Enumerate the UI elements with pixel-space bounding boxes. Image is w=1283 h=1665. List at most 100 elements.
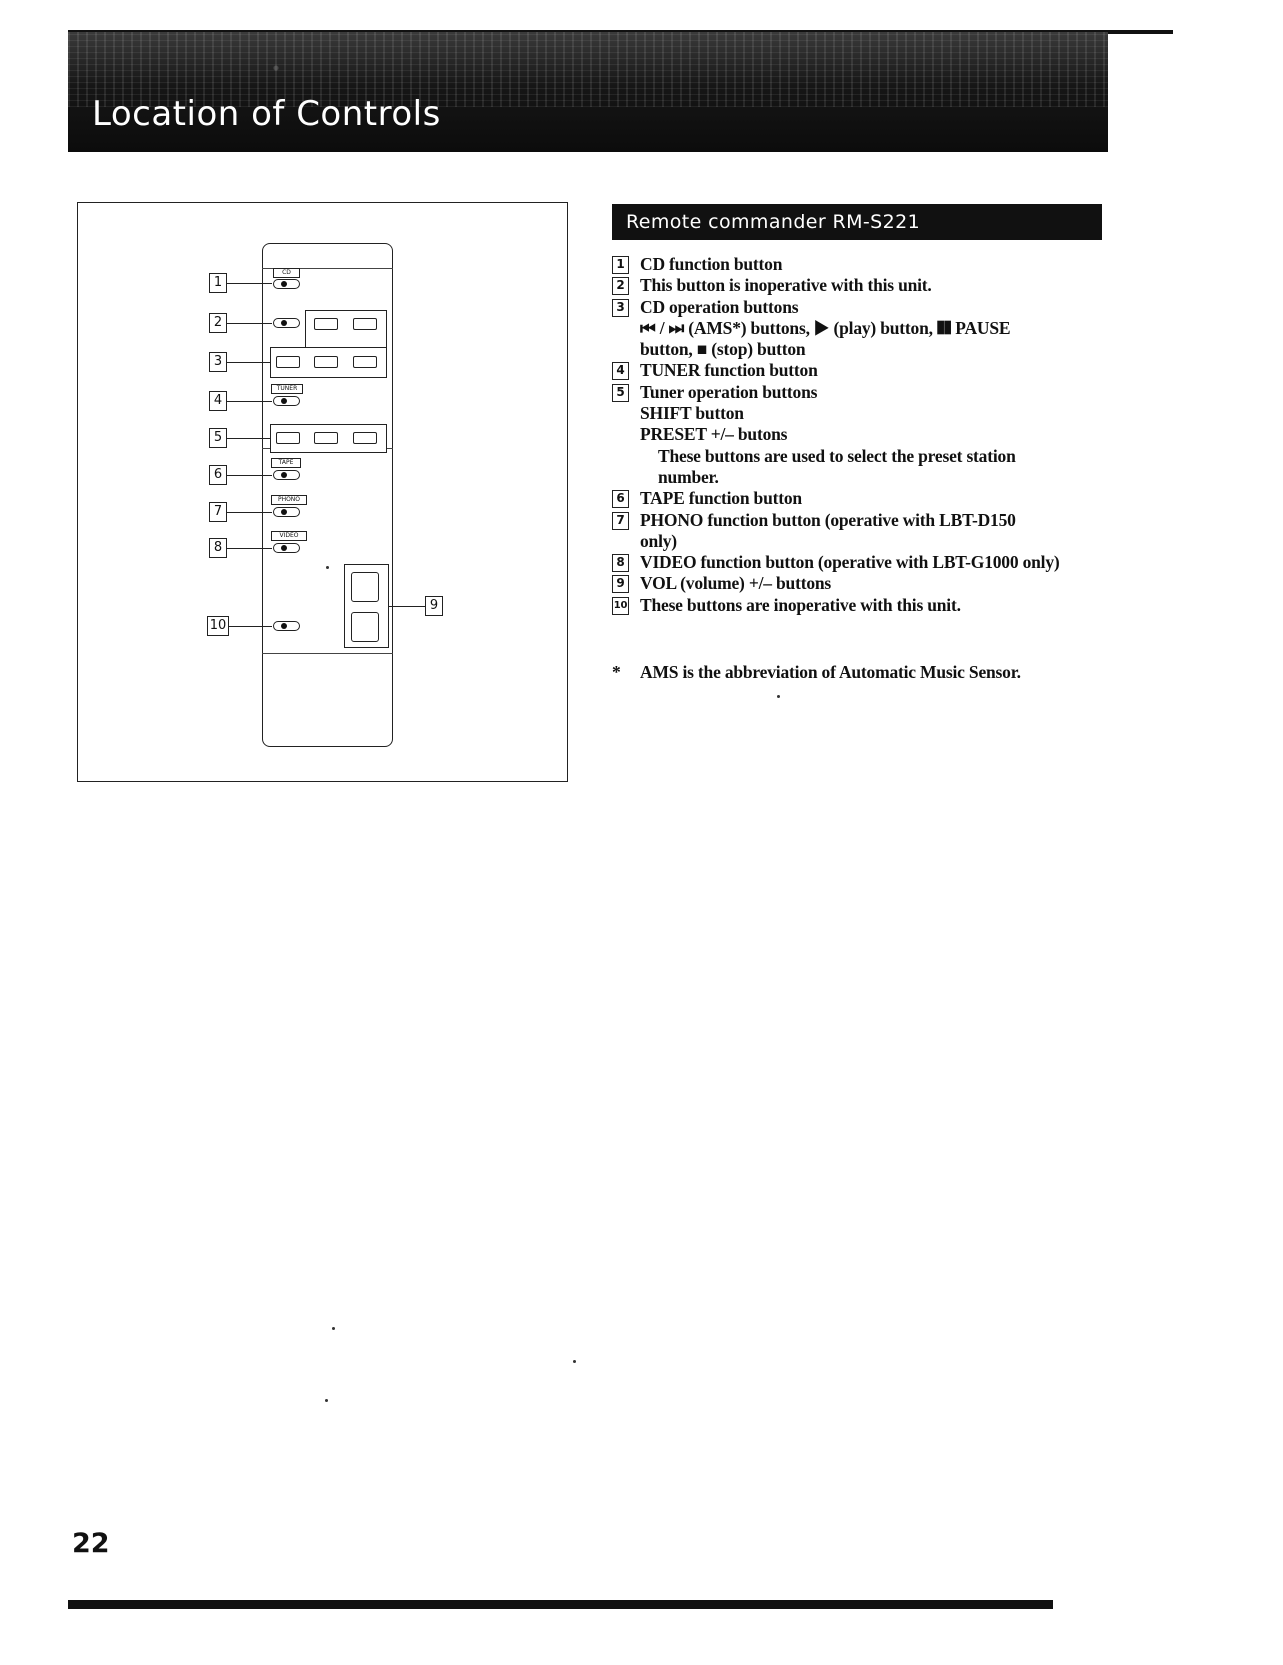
list-item: 2 This button is inoperative with this u… <box>612 275 1112 296</box>
leader-line <box>227 283 272 284</box>
item-number: 1 <box>612 256 629 274</box>
callout-8: 8 <box>209 538 227 558</box>
banner-texture <box>68 32 1108 107</box>
item-number: 10 <box>612 596 629 615</box>
scan-speck <box>777 695 780 698</box>
callout-2: 2 <box>209 313 227 333</box>
footer-rule <box>68 1600 1053 1609</box>
footnote-text: AMS is the abbreviation of Automatic Mus… <box>640 662 1021 682</box>
cd-op-button[interactable] <box>314 318 338 330</box>
item-number: 8 <box>612 554 629 573</box>
item-text: These buttons are inoperative with this … <box>640 594 961 615</box>
tuner-op-button[interactable] <box>353 432 377 444</box>
callout-4: 4 <box>209 391 227 411</box>
list-item: 10 These buttons are inoperative with th… <box>612 595 1112 616</box>
item-subtext: PRESET +/– butons <box>640 424 788 445</box>
item-number: 6 <box>612 490 629 509</box>
item-text: This button is inoperative with this uni… <box>640 275 932 296</box>
tape-function-button[interactable] <box>273 470 300 480</box>
item-text: VOL (volume) +/– buttons <box>640 573 832 594</box>
item-number: 7 <box>612 511 629 530</box>
item-number: 2 <box>612 277 629 296</box>
item-text: PHONO function button (operative with LB… <box>640 509 1016 530</box>
item-text: TUNER function button <box>640 360 818 381</box>
item-subtext: ⏮ / ⏭ (AMS*) buttons, ▶ (play) button, ❚… <box>640 317 1011 338</box>
cd-op-button[interactable] <box>353 356 377 368</box>
remote-divider <box>262 268 393 269</box>
section-title: Remote commander RM-S221 <box>626 211 921 233</box>
item-subtext: number. <box>658 466 719 487</box>
callout-6: 6 <box>209 465 227 485</box>
callout-1: 1 <box>209 273 227 293</box>
video-function-button[interactable] <box>273 543 300 553</box>
label-phono: PHONO <box>271 495 307 505</box>
label-video: VIDEO <box>271 531 307 541</box>
leader-line <box>227 323 272 324</box>
item-subtext: only) <box>640 530 677 551</box>
cd-op-button[interactable] <box>276 356 300 368</box>
tuner-op-button[interactable] <box>276 432 300 444</box>
volume-up-button[interactable] <box>351 572 379 602</box>
controls-list: 1 CD function button 2 This button is in… <box>612 254 1112 616</box>
cd-op-button[interactable] <box>314 356 338 368</box>
leader-line <box>227 362 270 363</box>
leader-line <box>229 626 272 627</box>
item-number: 4 <box>612 362 629 381</box>
page-number: 22 <box>72 1528 110 1559</box>
item-subtext: These buttons are used to select the pre… <box>658 445 1016 466</box>
leader-line <box>227 401 272 402</box>
item-number: 3 <box>612 298 629 317</box>
cd-operation-row <box>270 347 387 378</box>
list-item: 3 CD operation buttons <box>612 297 1112 318</box>
header-banner: Location of Controls <box>68 32 1108 152</box>
tuner-op-button[interactable] <box>314 432 338 444</box>
scan-speck <box>325 1399 328 1402</box>
item-subtext: button, ■ (stop) button <box>640 339 806 360</box>
item-number: 9 <box>612 575 629 594</box>
leader-line <box>227 512 272 513</box>
section-header: Remote commander RM-S221 <box>612 204 1102 240</box>
scan-speck <box>332 1327 335 1330</box>
scan-speck <box>326 566 329 569</box>
scan-speck <box>573 1360 576 1363</box>
leader-line <box>227 548 272 549</box>
leader-line <box>389 606 425 607</box>
item-text: TAPE function button <box>640 488 802 509</box>
remote-diagram-frame <box>77 202 568 782</box>
callout-9: 9 <box>425 596 443 616</box>
phono-function-button[interactable] <box>273 507 300 517</box>
item-text: Tuner operation buttons <box>640 381 818 402</box>
item-text: CD operation buttons <box>640 296 799 317</box>
inoperative-button[interactable] <box>273 318 300 328</box>
item-number: 5 <box>612 383 629 402</box>
label-tuner: TUNER <box>271 384 303 394</box>
list-item: 4 TUNER function button <box>612 360 1112 381</box>
remote-divider <box>262 653 393 654</box>
cd-function-button[interactable] <box>273 279 300 289</box>
tuner-operation-group <box>270 424 387 453</box>
callout-10: 10 <box>207 616 229 636</box>
list-item: 7 PHONO function button (operative with … <box>612 510 1112 531</box>
leader-line <box>227 438 270 439</box>
callout-7: 7 <box>209 502 227 522</box>
inoperative-button[interactable] <box>273 621 300 631</box>
list-item: 9 VOL (volume) +/– buttons <box>612 573 1112 594</box>
volume-down-button[interactable] <box>351 612 379 642</box>
list-item: 5 Tuner operation buttons <box>612 382 1112 403</box>
item-subtext: SHIFT button <box>640 403 744 424</box>
item-text: CD function button <box>640 254 783 274</box>
cd-op-button[interactable] <box>353 318 377 330</box>
item-text: VIDEO function button (operative with LB… <box>640 552 1060 573</box>
tuner-function-button[interactable] <box>273 396 300 406</box>
label-tape: TAPE <box>271 458 301 468</box>
callout-5: 5 <box>209 428 227 448</box>
page-title: Location of Controls <box>92 94 441 134</box>
footnote-marker: * <box>612 662 621 682</box>
label-cd: CD <box>273 268 300 278</box>
list-item: 6 TAPE function button <box>612 488 1112 509</box>
list-item: 1 CD function button <box>612 254 1112 275</box>
remote-control-outline <box>262 243 393 747</box>
callout-3: 3 <box>209 352 227 372</box>
leader-line <box>227 475 272 476</box>
list-item: 8 VIDEO function button (operative with … <box>612 552 1112 573</box>
